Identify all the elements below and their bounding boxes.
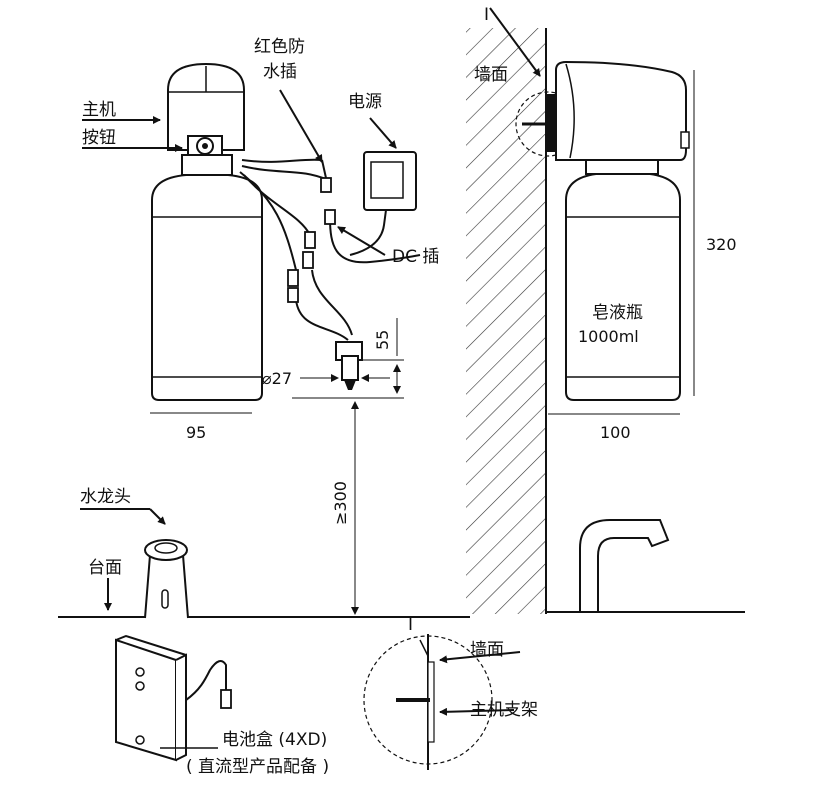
label-bottle-volume: 1000ml [578,327,639,346]
right-faucet [579,519,670,612]
right-dispenser [515,60,695,415]
label-section-top: I [484,5,489,25]
label-power: 电源 [348,92,382,112]
label-faucet: 水龙头 [80,487,131,507]
label-wall-top: 墙面 [474,65,508,85]
label-dim-95: 95 [186,423,206,442]
label-red-plug-2: 水插 [263,62,297,82]
label-main-unit: 主机 [82,100,116,120]
label-bottle-name: 皂液瓶 [592,303,643,323]
left-faucet [58,539,470,619]
label-dim-ge300: ≥300 [331,481,350,525]
label-bracket: 主机支架 [470,700,538,720]
main-unit-head [167,62,245,151]
battery-box [115,634,232,762]
label-dc-plug: DC 插 [392,247,439,267]
left-dimensions [292,318,404,615]
left-bottle [151,174,263,401]
sensor-nozzle [335,341,363,390]
label-wall-bottom: 墙面 [470,640,504,660]
label-section-bottom: I [408,615,413,635]
right-wall [466,7,745,614]
label-dim-dia27: ⌀27 [262,369,292,388]
left-pointers [80,89,397,611]
label-button: 按钮 [82,128,116,148]
detail-section [363,634,521,770]
label-dim-320: 320 [706,235,737,254]
label-battery-box: 电池盒 (4XD) [222,730,327,750]
label-dim-55: 55 [373,330,392,350]
text-labels: 红色防 水插 电源 主机 按钮 DC 插 55 ⌀27 95 ≥300 水龙头 … [80,5,737,777]
power-adapter [363,151,417,211]
label-red-plug-1: 红色防 [254,37,305,57]
cables [239,158,421,341]
left-dispenser [150,62,263,414]
label-countertop: 台面 [88,558,122,578]
plugs [287,177,336,303]
label-battery-note: ( 直流型产品配备 ) [186,757,329,777]
label-dim-100: 100 [600,423,631,442]
